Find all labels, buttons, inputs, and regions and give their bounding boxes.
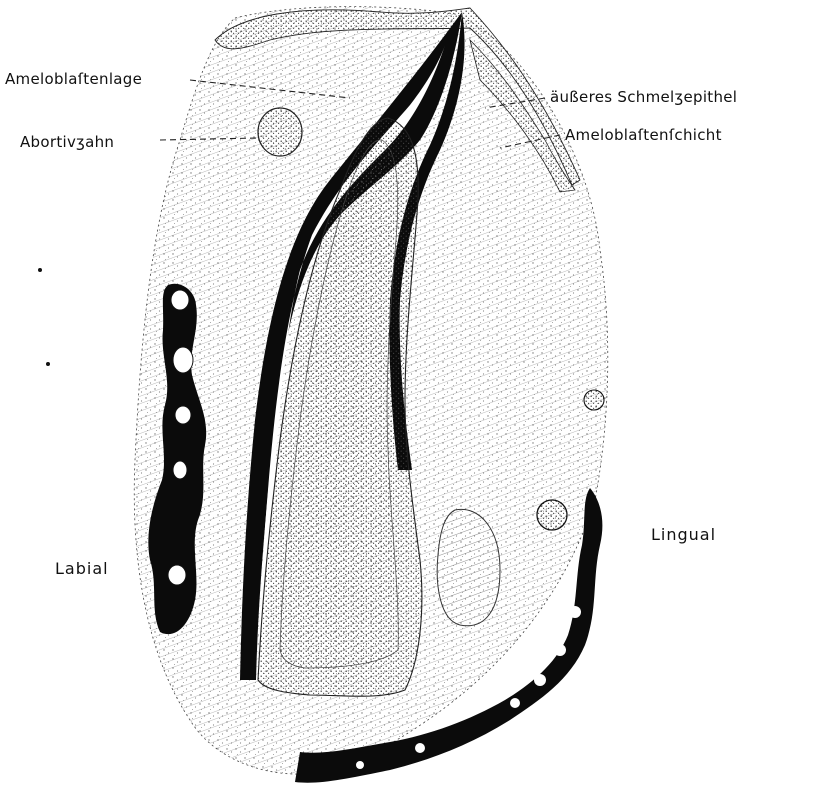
abortive-tooth xyxy=(258,108,302,156)
label-ameloblastenschicht: Ameloblaſtenſchicht xyxy=(565,126,722,144)
label-abortivzahn: Abortivʒahn xyxy=(20,133,114,151)
bone-marrow-space xyxy=(173,461,187,479)
bone-marrow-space xyxy=(168,565,186,585)
bone-marrow-space xyxy=(171,290,189,310)
bone-marrow-space xyxy=(415,743,425,753)
bone-marrow-space xyxy=(175,406,191,424)
stray-dot xyxy=(38,268,42,272)
bone-marrow-space xyxy=(356,761,364,769)
bone-marrow-space xyxy=(534,674,546,686)
blood-vessel xyxy=(537,500,567,530)
bone-marrow-space xyxy=(510,698,520,708)
label-ameloblastenlage: Ameloblaſtenlage xyxy=(5,70,142,88)
bone-marrow-space xyxy=(173,347,193,373)
label-aeusseres-schmelzepithel: äußeres Schmelʒepithel xyxy=(550,88,737,106)
label-labial: Labial xyxy=(55,559,109,578)
bone-marrow-space xyxy=(554,644,566,656)
blood-vessel xyxy=(584,390,604,410)
bone-marrow-space xyxy=(569,606,581,618)
label-lingual: Lingual xyxy=(651,525,716,544)
stray-dot xyxy=(46,362,50,366)
